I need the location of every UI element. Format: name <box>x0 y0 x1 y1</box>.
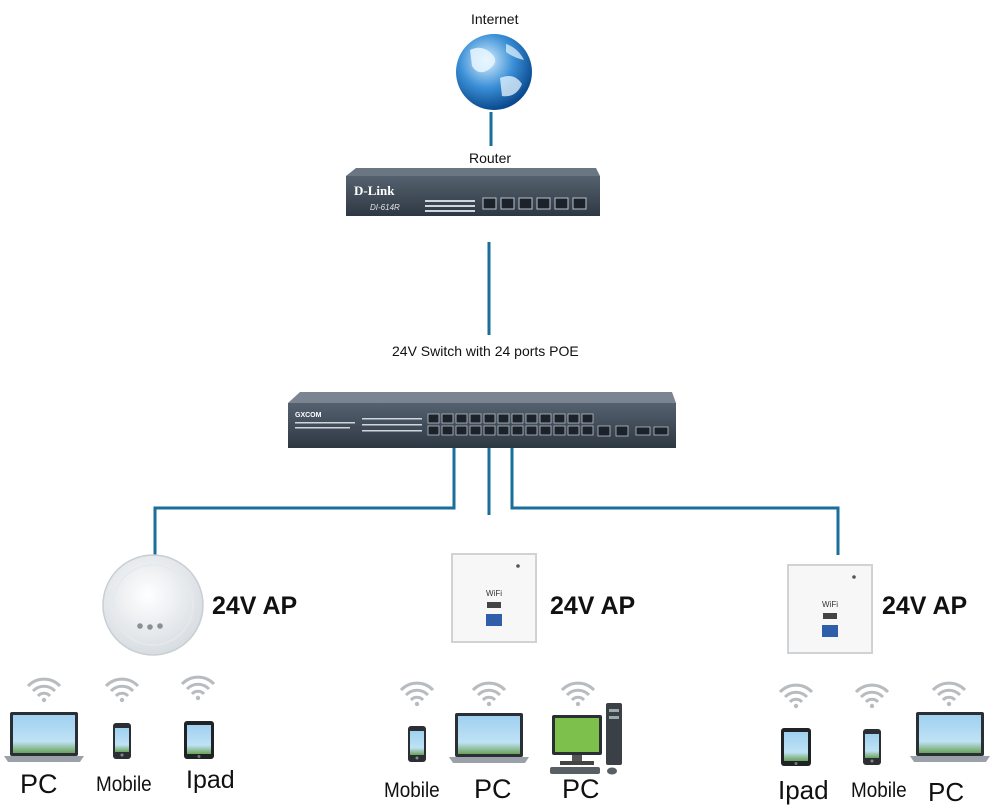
client-label: Ipad <box>186 766 235 794</box>
switch-device: GXCOM <box>288 392 676 448</box>
router-device: D-Link DI-614R <box>346 168 600 216</box>
ap-2-label: 24V AP <box>550 592 636 620</box>
wifi-icon <box>26 677 62 704</box>
client-label: Mobile <box>384 779 440 802</box>
client-label: PC <box>928 777 965 807</box>
wall-ap-2-wifi: WiFi <box>486 589 502 598</box>
phone-icon <box>863 729 881 765</box>
client-label: PC <box>562 774 600 804</box>
client-label: Ipad <box>778 775 829 805</box>
client-label: Mobile <box>851 779 907 802</box>
wifi-icon <box>931 681 967 708</box>
client-label: PC <box>474 774 512 804</box>
ap-3-label: 24V AP <box>882 592 968 620</box>
phone-icon <box>113 723 131 759</box>
client-label: Mobile <box>96 773 152 796</box>
link-switch-aps <box>153 448 840 555</box>
ceiling-ap-device <box>102 554 204 656</box>
globe-icon <box>456 34 532 110</box>
laptop-icon <box>4 712 84 762</box>
client-label: PC <box>20 769 58 799</box>
switch-label: 24V Switch with 24 ports POE <box>392 343 579 359</box>
laptop-icon <box>449 713 529 763</box>
wall-ap-device-3: WiFi <box>787 564 873 654</box>
wifi-icon <box>471 681 507 708</box>
router-model: DI-614R <box>370 203 400 212</box>
wifi-icon <box>778 683 814 710</box>
router-label: Router <box>469 150 512 166</box>
phone-icon <box>408 726 426 762</box>
desktop-icon <box>550 703 622 775</box>
wifi-icon <box>854 683 890 710</box>
router-brand: D-Link <box>354 183 395 198</box>
ap-1-label: 24V AP <box>212 592 298 620</box>
wall-ap-device-2: WiFi <box>451 553 537 643</box>
wifi-icon <box>180 675 216 702</box>
tablet-icon <box>781 728 811 766</box>
internet-label: Internet <box>471 11 519 27</box>
wifi-icon <box>560 681 596 708</box>
switch-brand: GXCOM <box>295 412 322 419</box>
wall-ap-3-wifi: WiFi <box>822 600 838 609</box>
laptop-icon <box>910 712 990 762</box>
tablet-icon <box>184 721 214 759</box>
wifi-icon <box>399 681 435 708</box>
wifi-icon <box>104 677 140 704</box>
